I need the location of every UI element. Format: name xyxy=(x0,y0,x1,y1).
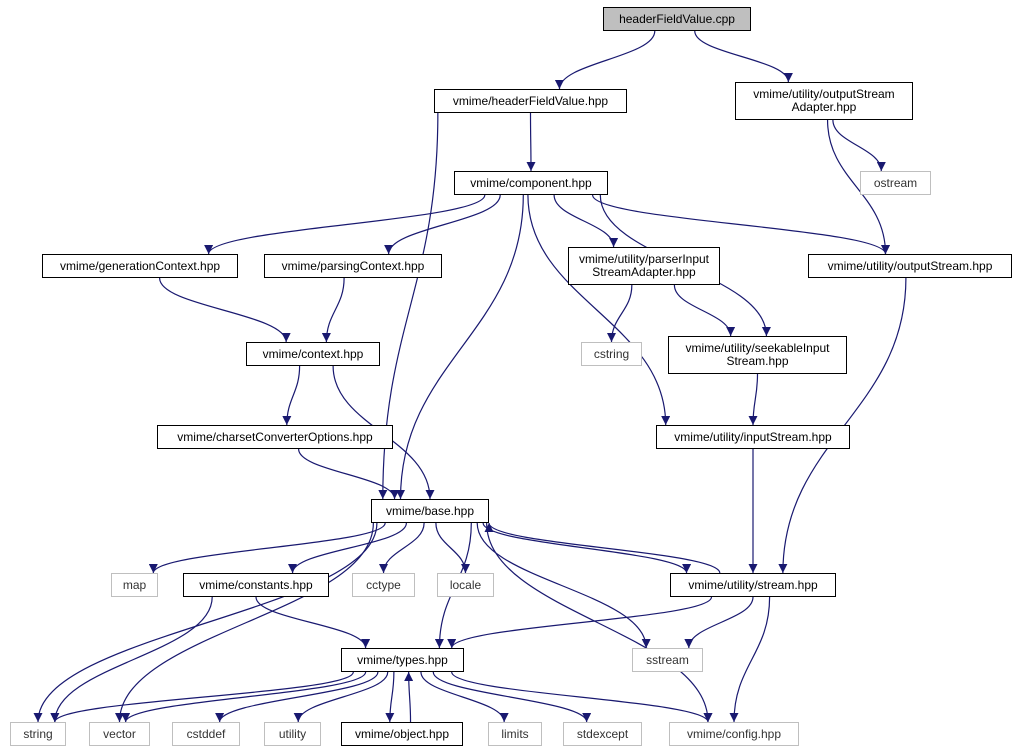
node-locale: locale xyxy=(437,573,494,597)
node-pisa[interactable]: vmime/utility/parserInput StreamAdapter.… xyxy=(568,247,720,285)
node-os[interactable]: vmime/utility/outputStream.hpp xyxy=(808,254,1012,278)
node-cstring: cstring xyxy=(581,342,642,366)
edge-base-to-locale xyxy=(435,522,470,574)
node-stdexcept: stdexcept xyxy=(563,722,642,746)
node-stream[interactable]: vmime/utility/stream.hpp xyxy=(670,573,836,597)
node-cstddef: cstddef xyxy=(172,722,240,746)
node-types[interactable]: vmime/types.hpp xyxy=(341,648,464,672)
edge-pisa-to-cstring xyxy=(607,284,633,343)
edge-osa-to-os xyxy=(826,119,891,255)
edge-comp-to-gen xyxy=(204,194,486,255)
node-vector: vector xyxy=(89,722,150,746)
edge-cco-to-base xyxy=(298,448,400,500)
node-limits: limits xyxy=(488,722,542,746)
node-pars[interactable]: vmime/parsingContext.hpp xyxy=(264,254,442,278)
node-ostream: ostream xyxy=(860,171,931,195)
edge-types-to-stdexcept xyxy=(432,671,592,723)
edge-osa-to-ostream xyxy=(832,119,886,172)
node-sstream: sstream xyxy=(632,648,703,672)
node-comp[interactable]: vmime/component.hpp xyxy=(454,171,608,195)
edge-base-to-stream xyxy=(482,522,692,574)
node-osa[interactable]: vmime/utility/outputStream Adapter.hpp xyxy=(735,82,913,120)
node-sis[interactable]: vmime/utility/seekableInput Stream.hpp xyxy=(668,336,847,374)
node-is[interactable]: vmime/utility/inputStream.hpp xyxy=(656,425,850,449)
edge-base-to-cctype xyxy=(379,522,425,574)
edge-types-to-cstddef xyxy=(215,671,379,723)
edge-base-to-map xyxy=(148,522,386,574)
edge-base-to-config xyxy=(486,522,713,723)
edge-root-to-osa xyxy=(694,30,793,83)
edge-types-to-utility xyxy=(293,671,389,723)
node-cctype: cctype xyxy=(352,573,415,597)
edge-comp-to-is xyxy=(527,194,671,426)
node-string: string xyxy=(10,722,66,746)
edge-base-to-vector xyxy=(115,522,374,723)
edge-base-to-sstream xyxy=(476,522,651,649)
edge-base-to-consts xyxy=(288,522,407,574)
node-base[interactable]: vmime/base.hpp xyxy=(371,499,489,523)
node-ctx[interactable]: vmime/context.hpp xyxy=(246,342,380,366)
edge-types-to-config xyxy=(451,671,713,723)
edge-base-to-string xyxy=(33,522,378,723)
edge-pars-to-ctx xyxy=(321,277,345,343)
edge-sis-to-is xyxy=(748,373,759,426)
edge-stream-to-base xyxy=(484,522,721,574)
edge-comp-to-pisa xyxy=(553,194,619,248)
edge-comp-to-base xyxy=(396,194,524,500)
edge-stream-to-sstream xyxy=(684,596,754,649)
edge-types-to-string xyxy=(50,671,354,723)
node-object[interactable]: vmime/object.hpp xyxy=(341,722,463,746)
edge-comp-to-os xyxy=(592,194,890,255)
node-map: map xyxy=(111,573,158,597)
edge-types-to-limits xyxy=(420,671,509,723)
node-config: vmime/config.hpp xyxy=(669,722,799,746)
node-cco[interactable]: vmime/charsetConverterOptions.hpp xyxy=(157,425,393,449)
node-consts[interactable]: vmime/constants.hpp xyxy=(183,573,329,597)
edge-pisa-to-sis xyxy=(673,284,736,337)
node-hfv[interactable]: vmime/headerFieldValue.hpp xyxy=(434,89,627,113)
edge-consts-to-string xyxy=(50,596,213,723)
edge-types-to-object xyxy=(385,671,395,723)
node-root[interactable]: headerFieldValue.cpp xyxy=(603,7,751,31)
edge-types-to-vector xyxy=(121,671,367,723)
edge-stream-to-config xyxy=(729,596,771,723)
edge-consts-to-types xyxy=(255,596,371,649)
node-gen[interactable]: vmime/generationContext.hpp xyxy=(42,254,238,278)
edge-hfv-to-comp xyxy=(526,112,536,172)
edge-gen-to-ctx xyxy=(159,277,291,343)
edge-comp-to-pars xyxy=(384,194,501,255)
node-utility: utility xyxy=(264,722,321,746)
edge-root-to-hfv xyxy=(554,30,656,90)
edge-object-to-types xyxy=(404,671,414,723)
edge-ctx-to-cco xyxy=(282,365,301,426)
edge-stream-to-types xyxy=(447,596,713,649)
